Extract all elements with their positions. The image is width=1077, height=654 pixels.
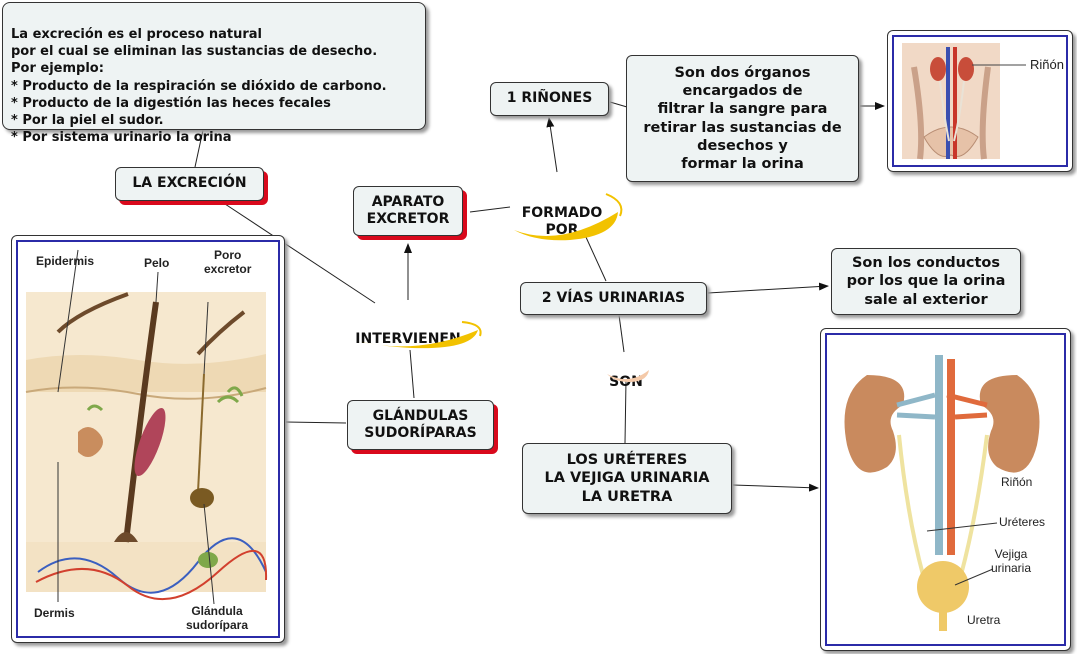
link-excrecion-intervienen xyxy=(221,201,376,304)
node-aparato-excretor-label: APARATO EXCRETOR xyxy=(366,193,450,228)
skin-label-glandula: Glándula sudorípara xyxy=(186,604,249,633)
node-glandulas-label: GLÁNDULAS SUDORÍPARAS xyxy=(364,407,477,442)
node-rinones-description-text: Son dos órganos encargados de filtrar la… xyxy=(643,65,842,172)
node-rinones-description[interactable]: Son dos órganos encargados de filtrar la… xyxy=(626,55,859,182)
link-vias-desc xyxy=(707,282,829,294)
skin-label-dermis: Dermis xyxy=(34,606,75,620)
skin-anatomy-drawing xyxy=(25,249,268,605)
link-formado-vias xyxy=(584,234,607,282)
node-intervienen[interactable]: INTERVIENEN xyxy=(338,313,478,348)
urinary-label-ureteres: Uréteres xyxy=(999,515,1046,529)
urinary-system-frame: Riñón Uréteres Vejiga urinaria Uretra xyxy=(825,333,1066,646)
node-rinones[interactable]: 1 RIÑONES xyxy=(490,82,609,116)
node-la-excrecion[interactable]: LA EXCRECIÓN xyxy=(115,167,264,201)
node-vias-urinarias[interactable]: 2 VÍAS URINARIAS xyxy=(520,282,707,315)
link-list-urinaryimg xyxy=(732,483,819,492)
node-vias-description[interactable]: Son los conductos por los que la orina s… xyxy=(831,248,1021,315)
node-vias-urinarias-label: 2 VÍAS URINARIAS xyxy=(541,289,686,306)
skin-label-poro-excretor: Poro excretor xyxy=(204,248,252,277)
node-aparato-excretor[interactable]: APARATO EXCRETOR xyxy=(353,186,463,236)
node-ureteres-list-text: LOS URÉTERES LA VEJIGA URINARIA LA URETR… xyxy=(544,452,710,505)
node-glandulas-sudoriparas[interactable]: GLÁNDULAS SUDORÍPARAS xyxy=(347,400,494,450)
skin-label-epidermis: Epidermis xyxy=(36,254,95,268)
node-rinones-label: 1 RIÑONES xyxy=(506,90,593,107)
kidney-anatomy-label-rinon: Riñón xyxy=(1030,57,1064,72)
kidney-anatomy-frame: Riñón xyxy=(892,35,1068,167)
excretion-definition-note: La excreción es el proceso natural por e… xyxy=(2,2,426,145)
node-ureteres-list[interactable]: LOS URÉTERES LA VEJIGA URINARIA LA URETR… xyxy=(522,443,732,514)
node-la-excrecion-label: LA EXCRECIÓN xyxy=(132,175,247,192)
link-formado-rinones xyxy=(546,117,558,173)
urinary-system-image: Riñón Uréteres Vejiga urinaria Uretra xyxy=(820,328,1071,651)
skin-anatomy-frame: Epidermis Pelo Poro excretor Dermis Glán… xyxy=(16,240,280,638)
excretion-definition-text: La excreción es el proceso natural por e… xyxy=(11,27,387,146)
urinary-label-uretra: Uretra xyxy=(967,613,1001,627)
kidney-anatomy-image: Riñón xyxy=(887,30,1073,172)
link-note-excrecion xyxy=(194,129,204,168)
skin-anatomy-image: Epidermis Pelo Poro excretor Dermis Glán… xyxy=(11,235,285,643)
urinary-label-vejiga: Vejiga urinaria xyxy=(991,547,1032,576)
link-glandulas-skinimg xyxy=(285,421,347,424)
link-rinones-desc xyxy=(609,101,628,108)
intervienen-swoosh xyxy=(346,321,482,349)
kidney-anatomy-drawing xyxy=(902,43,1026,160)
link-aparato-formado xyxy=(469,206,511,213)
link-vias-son xyxy=(618,314,625,353)
son-swoosh xyxy=(607,370,649,382)
formado-por-swoosh xyxy=(514,193,623,241)
urinary-system-drawing xyxy=(844,355,1040,631)
urinary-label-rinon: Riñón xyxy=(1001,475,1033,489)
skin-label-pelo: Pelo xyxy=(144,256,170,270)
node-intervienen-label: INTERVIENEN xyxy=(355,330,461,347)
node-vias-description-text: Son los conductos por los que la orina s… xyxy=(846,255,1006,308)
link-son-list xyxy=(624,379,627,444)
link-intervienen-glandulas xyxy=(409,349,415,399)
